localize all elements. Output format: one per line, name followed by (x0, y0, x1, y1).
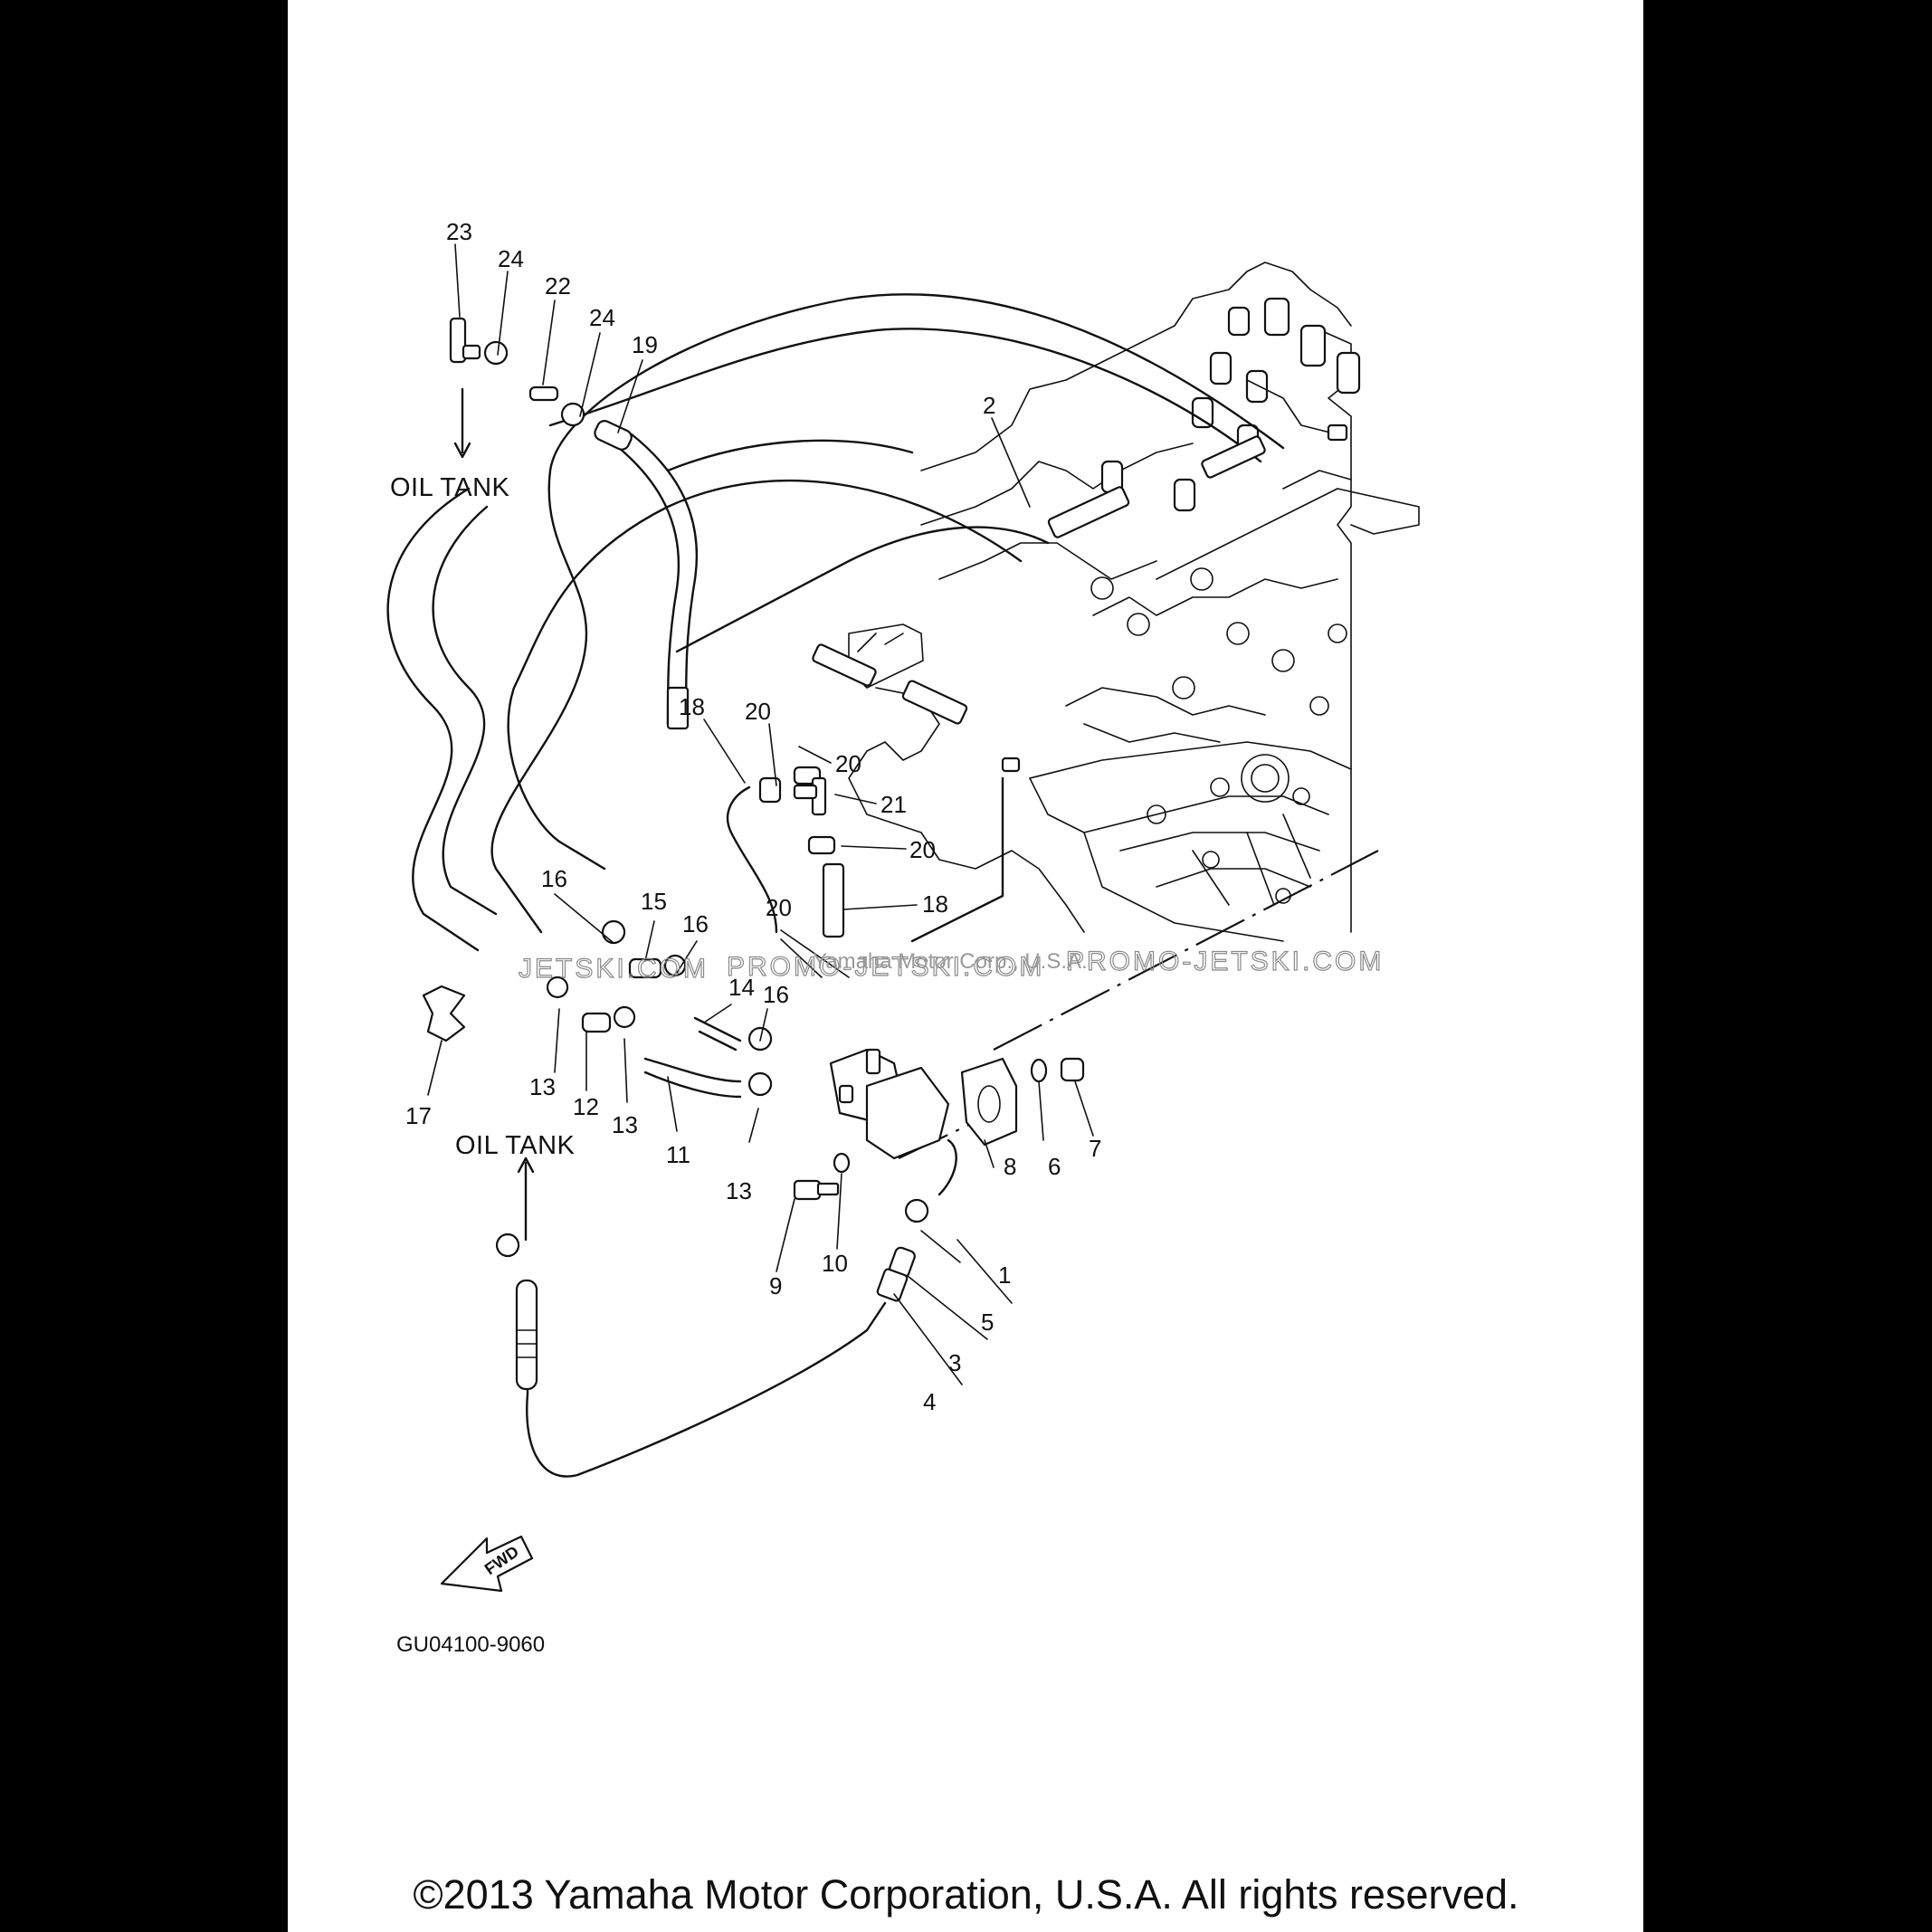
callout-18-b: 18 (922, 890, 948, 918)
callout-6: 6 (1048, 1153, 1061, 1180)
callout-16-c: 16 (763, 981, 789, 1008)
callout-20-d: 20 (766, 894, 792, 921)
callout-15: 15 (641, 888, 667, 915)
callout-13-a: 13 (529, 1073, 556, 1100)
watermark-left: JETSKI.COM (519, 954, 709, 984)
callout-24-b: 24 (589, 304, 615, 331)
callout-20-c: 20 (909, 836, 936, 863)
callout-3: 3 (948, 1349, 961, 1376)
callout-13-c: 13 (726, 1177, 752, 1204)
labels: OIL TANK OIL TANK FWD GU04100-9060 (390, 473, 576, 1657)
watermark-faint: Yamaha Motor Corp., U.S.A. (813, 949, 1088, 974)
callout-8: 8 (1004, 1153, 1016, 1180)
engine-block (848, 262, 1420, 942)
callout-22: 22 (545, 272, 571, 300)
callout-17: 17 (405, 1102, 432, 1129)
callout-2: 2 (983, 392, 995, 419)
watermark-middle: PROMO-JETSKI.COM (727, 952, 1044, 982)
watermark: JETSKI.COM PROMO-JETSKI.COM PROMO-JETSKI… (518, 946, 1384, 984)
diagram-code: GU04100-9060 (396, 1632, 545, 1657)
callout-7: 7 (1089, 1135, 1101, 1162)
callout-12: 12 (573, 1093, 599, 1120)
oil-tank-label-top: OIL TANK (390, 473, 510, 502)
watermark-right: PROMO-JETSKI.COM (1066, 947, 1384, 976)
callout-4: 4 (923, 1388, 936, 1415)
callout-23: 23 (446, 218, 472, 245)
oil-tank-label-bottom: OIL TANK (455, 1131, 576, 1160)
copyright-notice: ©2013 Yamaha Motor Corporation, U.S.A. A… (413, 1871, 1519, 1918)
callout-24-a: 24 (498, 245, 524, 272)
callout-1: 1 (998, 1261, 1011, 1289)
leader-lines (427, 243, 1094, 1385)
callout-20-b: 20 (835, 750, 861, 777)
callout-21: 21 (880, 791, 907, 818)
diagram-sheet: JETSKI.COM PROMO-JETSKI.COM PROMO-JETSKI… (288, 0, 1643, 1932)
callout-numbers: 23 24 22 24 19 2 18 20 20 21 20 18 16 15… (405, 218, 1101, 1415)
callout-13-b: 13 (612, 1111, 638, 1138)
callout-20-a: 20 (745, 698, 771, 725)
callout-16-b: 16 (682, 910, 709, 937)
callout-14: 14 (728, 974, 755, 1001)
parts (422, 317, 1348, 1593)
oil-pump-parts-diagram: JETSKI.COM PROMO-JETSKI.COM PROMO-JETSKI… (386, 218, 1420, 1657)
callout-18-a: 18 (679, 693, 705, 720)
callout-19: 19 (632, 331, 658, 358)
callout-5: 5 (981, 1309, 994, 1336)
callout-10: 10 (822, 1250, 848, 1277)
callout-16-a: 16 (541, 865, 567, 892)
callout-9: 9 (769, 1272, 782, 1299)
callout-11: 11 (666, 1141, 690, 1168)
cables-and-hoses (386, 293, 1285, 1478)
